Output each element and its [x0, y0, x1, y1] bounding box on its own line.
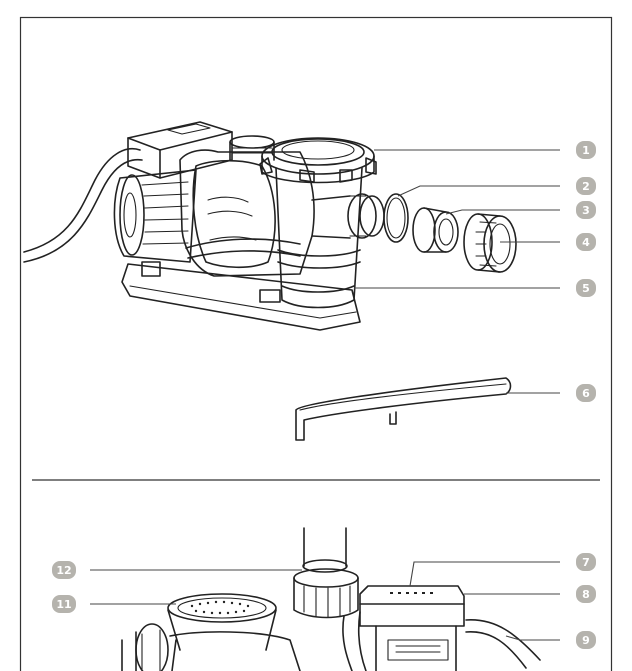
- handle-icon: [342, 611, 367, 671]
- o-ring-icon: [383, 193, 409, 243]
- callout-badge-shape: [576, 631, 596, 649]
- callout-number: 4: [582, 236, 590, 249]
- callout-11: 11: [52, 595, 76, 613]
- inlet-port-icon: [311, 193, 385, 239]
- pump-housing-icon: [179, 149, 315, 277]
- callout-badge-shape: [52, 595, 76, 613]
- callout-6: 6: [576, 384, 596, 402]
- strainer-lid-icon: [259, 137, 377, 184]
- leader-lines: [90, 149, 560, 641]
- lower-housing-icon: [169, 631, 301, 671]
- callout-2: 2: [576, 177, 596, 195]
- motor-icon: [113, 169, 197, 263]
- callout-number: 8: [582, 588, 590, 601]
- lower-cable-icon: [465, 619, 541, 669]
- callout-badge-shape: [576, 279, 596, 297]
- callout-number: 1: [582, 144, 590, 157]
- callout-badge-shape: [576, 233, 596, 251]
- callout-number: 5: [582, 282, 590, 295]
- callout-badge-shape: [576, 384, 596, 402]
- callout-badge-shape: [576, 141, 596, 159]
- callout-badge-shape: [576, 201, 596, 219]
- lid-wrench-icon: [295, 377, 512, 441]
- pump-base-icon: [121, 261, 361, 331]
- pump-bottom-view: [121, 527, 541, 671]
- callout-5: 5: [576, 279, 596, 297]
- callout-4: 4: [576, 233, 596, 251]
- callout-8: 8: [576, 585, 596, 603]
- callout-number: 7: [582, 556, 590, 569]
- callout-badge-shape: [576, 553, 596, 571]
- union-nut-icon: [463, 213, 517, 273]
- left-union-icon: [121, 623, 169, 671]
- power-cable-icon: [23, 148, 141, 253]
- callout-number: 2: [582, 180, 590, 193]
- callout-badge-shape: [52, 561, 76, 579]
- pipe-union-nut-icon: [293, 568, 359, 619]
- callout-badge-shape: [576, 177, 596, 195]
- callout-badge-shape: [576, 585, 596, 603]
- callout-number: 12: [56, 564, 71, 577]
- page-frame: [19, 16, 613, 671]
- callout-3: 3: [576, 201, 596, 219]
- callout-1: 1: [576, 141, 596, 159]
- callout-number: 6: [582, 387, 590, 400]
- callout-number: 11: [56, 598, 71, 611]
- outlet-pipe-icon: [302, 527, 348, 573]
- control-panel-icon: [359, 585, 465, 671]
- callout-7: 7: [576, 553, 596, 571]
- callout-number: 3: [582, 204, 590, 217]
- callout-12: 12: [52, 561, 76, 579]
- strainer-basket-icon: [167, 593, 277, 651]
- callout-9: 9: [576, 631, 596, 649]
- pump-top-view: [23, 121, 517, 441]
- callout-number: 9: [582, 634, 590, 647]
- strainer-pot-icon: [275, 167, 363, 309]
- union-adapter-icon: [412, 207, 459, 253]
